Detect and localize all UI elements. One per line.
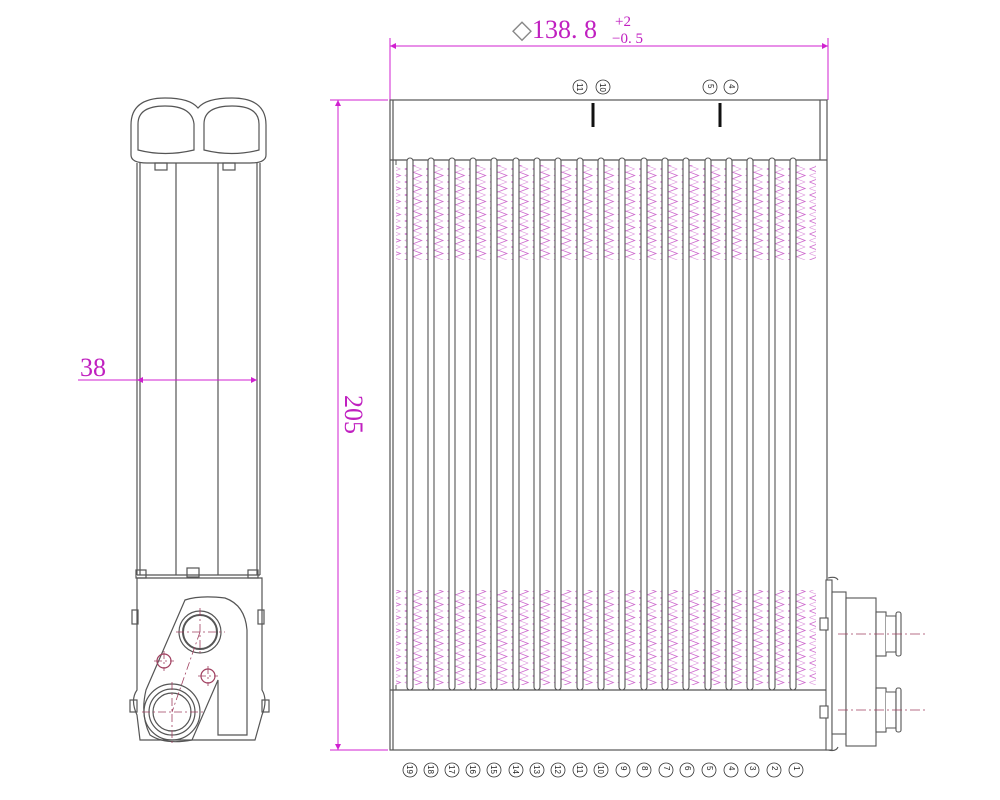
- tube-label: 1: [792, 766, 801, 771]
- depth-dimension: 38: [78, 353, 257, 383]
- tube-label: 14: [511, 765, 520, 774]
- fin-band-bottom: [396, 590, 816, 685]
- width-tol-upper: +2: [615, 14, 631, 30]
- fitting-centerlines: [838, 633, 925, 711]
- top-tank-lobe-left: [137, 105, 195, 155]
- tube-label: 17: [447, 765, 456, 774]
- depth-dimension-value: 38: [80, 353, 106, 382]
- front-view: ◇138. 8 +2 −0. 5 205: [330, 14, 925, 778]
- diamond-symbol-icon: ◇: [512, 15, 532, 44]
- top-marker-4: 4: [727, 84, 736, 89]
- width-tol-lower: −0. 5: [612, 31, 643, 47]
- side-view: [129, 97, 270, 743]
- tube-label: 19: [405, 765, 414, 774]
- tube-label: 10: [596, 765, 605, 774]
- tube-label: 13: [532, 765, 541, 774]
- tubes: [406, 157, 797, 691]
- top-marker-10: 10: [598, 83, 607, 92]
- tube-label: 16: [468, 765, 477, 774]
- side-centerlines: [142, 608, 225, 745]
- top-tank-outline: [130, 97, 267, 164]
- tube-label: 7: [662, 766, 671, 771]
- flange-plate: [143, 596, 248, 743]
- top-tank-lobe-right: [203, 105, 260, 155]
- tube-label: 6: [683, 766, 692, 771]
- tube-label: 11: [575, 765, 584, 774]
- tube-label: 15: [489, 765, 498, 774]
- top-marker-11: 11: [575, 83, 584, 92]
- tube-label: 18: [426, 765, 435, 774]
- tube-label: 5: [705, 766, 714, 771]
- tube-label-balloons: [402, 762, 804, 778]
- height-dimension-value: 205: [339, 395, 368, 434]
- tube-label: 4: [727, 766, 736, 771]
- pipe-fittings: [819, 576, 902, 752]
- top-marker-balloons: [572, 79, 739, 95]
- width-dimension: ◇138. 8: [512, 15, 597, 44]
- top-marker-5: 5: [706, 84, 715, 89]
- tube-label: 9: [619, 766, 628, 771]
- tube-label: 2: [770, 766, 779, 771]
- fin-band-top: [396, 165, 816, 260]
- tube-label: 3: [748, 766, 757, 771]
- tube-labels: 19 18 17 16 15 14 13 12 11 10 9 8 7 6 5 …: [405, 765, 801, 774]
- tube-label: 12: [553, 765, 562, 774]
- tube-label: 8: [640, 766, 649, 771]
